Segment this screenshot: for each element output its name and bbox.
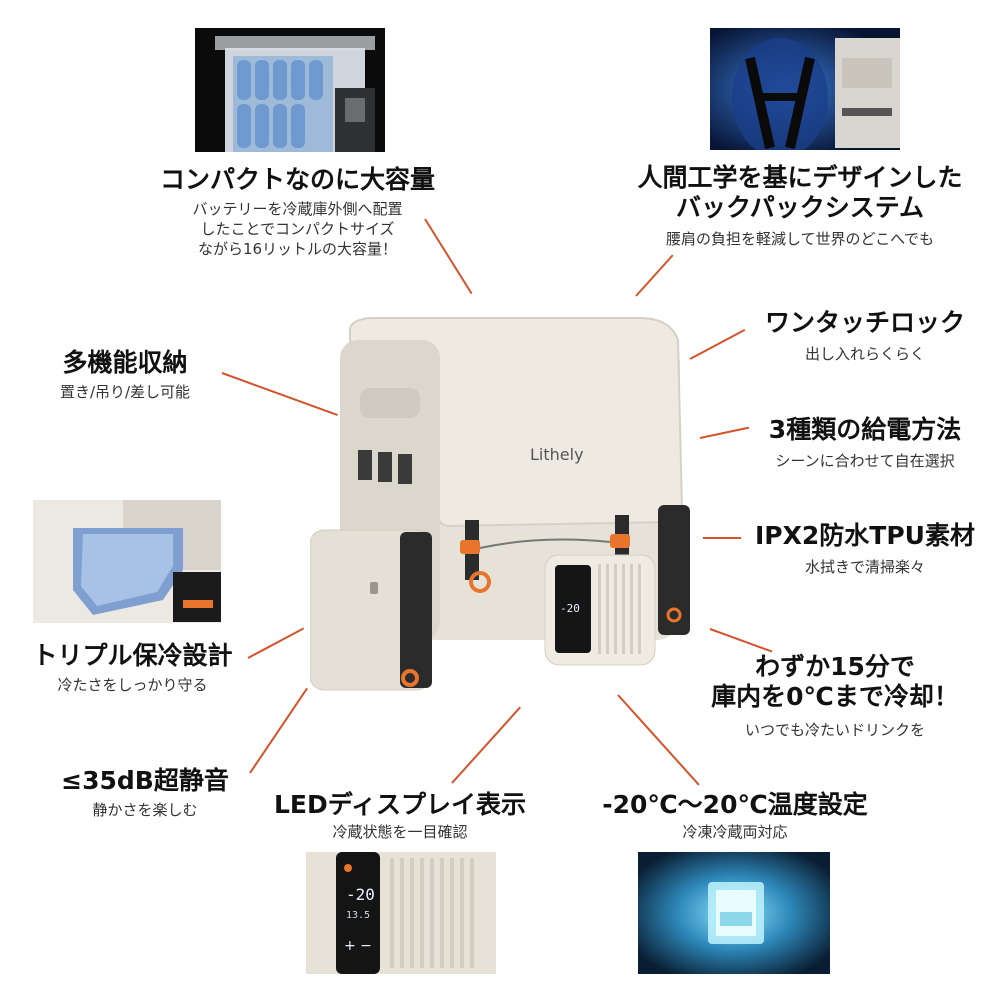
product-logo: Lithely [530,445,584,464]
connector-power [699,426,750,439]
feature-backpack-title-1: 人間工学を基にデザインした [637,163,963,192]
feature-waterproof-title: IPX2防水TPU素材 [755,521,975,550]
feature-display: LEDディスプレイ表示 冷蔵状態を一目確認 [250,790,550,842]
feature-power-title: 3種類の給電方法 [768,415,962,444]
feature-power-desc: シーンに合わせて自在選択 [775,452,955,470]
display-photo-sub: 13.5 [346,910,370,921]
feature-capacity-desc-1: バッテリーを冷蔵庫外側へ配置 [192,200,403,218]
svg-text:+ −: + − [344,938,372,954]
product-display-temp: -20 [560,602,580,615]
capacity-photo [195,28,385,152]
feature-quiet-title: ≤35dB超静音 [61,766,229,795]
feature-insulation: トリプル保冷設計 冷たさをしっかり守る [15,641,250,695]
connector-backpack [635,254,674,297]
feature-quiet: ≤35dB超静音 静かさを楽しむ [40,766,250,820]
feature-temperature-title: -20℃～20℃温度設定 [602,790,868,819]
product-image: Lithely -20 [310,300,705,700]
feature-backpack-title-2: バックパックシステム [675,193,924,222]
feature-capacity-title: コンパクトなのに大容量 [159,165,435,194]
feature-capacity-desc-2: したことでコンパクトサイズ [200,220,395,238]
feature-storage: 多機能収納 置き/吊り/差し可能 [25,348,225,402]
feature-cooling-desc: いつでも冷たいドリンクを [744,721,925,739]
connector-cooling [709,628,773,653]
backpack-photo [710,28,900,150]
feature-cooling-title-2: 庫内を0℃まで冷却！ [711,682,959,711]
connector-display [451,706,521,784]
feature-capacity-desc-3: ながら16リットルの大容量！ [197,240,398,258]
feature-power: 3種類の給電方法 シーンに合わせて自在選択 [745,415,985,471]
connector-waterproof [703,537,741,539]
feature-storage-desc: 置き/吊り/差し可能 [59,383,191,401]
feature-backpack: 人間工学を基にデザインした バックパックシステム 腰肩の負担を軽減して世界のどこ… [610,163,990,249]
feature-backpack-desc: 腰肩の負担を軽減して世界のどこへでも [665,230,935,248]
display-photo: -20 13.5 + − [306,852,496,974]
feature-temperature-desc: 冷凍冷蔵両対応 [682,823,788,841]
feature-cooling-title-1: わずか15分で [755,652,915,681]
insulation-photo [33,500,221,623]
feature-display-title: LEDディスプレイ表示 [273,790,526,819]
feature-lock: ワンタッチロック 出し入れらくらく [745,308,985,364]
connector-temperature [617,694,700,786]
feature-display-desc: 冷蔵状態を一目確認 [332,823,468,841]
feature-insulation-title: トリプル保冷設計 [32,641,233,670]
feature-insulation-desc: 冷たさをしっかり守る [57,676,208,694]
feature-quiet-desc: 静かさを楽しむ [92,801,198,819]
feature-waterproof-desc: 水拭きで清掃楽々 [804,558,925,576]
connector-insulation [247,627,305,659]
display-photo-temp: -20 [346,885,375,904]
feature-waterproof: IPX2防水TPU素材 水拭きで清掃楽々 [740,521,990,577]
feature-lock-title: ワンタッチロック [764,308,965,337]
feature-storage-title: 多機能収納 [62,348,188,377]
connector-quiet [249,687,308,774]
feature-temperature: -20℃～20℃温度設定 冷凍冷蔵両対応 [590,790,880,842]
feature-lock-desc: 出し入れらくらく [804,345,925,363]
feature-cooling: わずか15分で 庫内を0℃まで冷却！ いつでも冷たいドリンクを [690,652,980,740]
frozen-photo [638,852,830,974]
feature-capacity: コンパクトなのに大容量 バッテリーを冷蔵庫外側へ配置 したことでコンパクトサイズ… [135,165,460,259]
